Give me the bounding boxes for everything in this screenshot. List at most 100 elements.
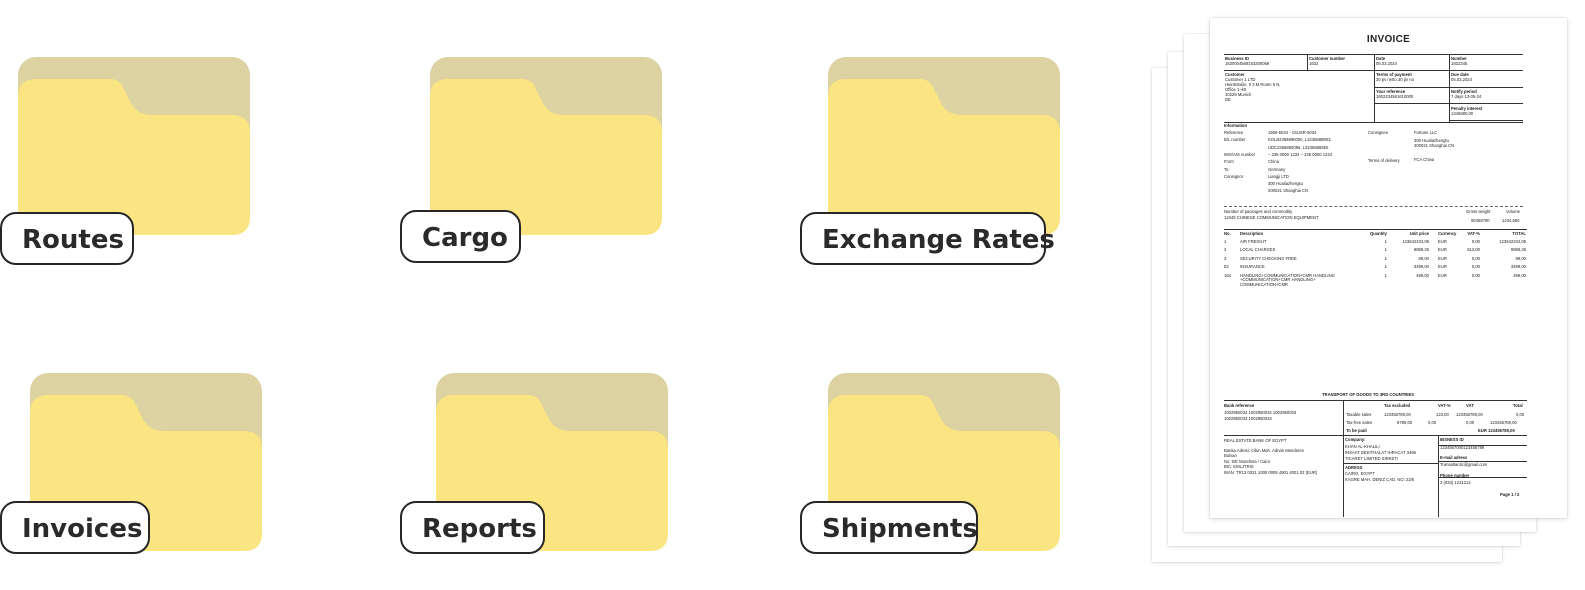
folder-icon [828, 79, 1060, 235]
notify: 7 days 13-05-24 [1451, 94, 1482, 99]
info-value: 200021 Shanghai CN [1268, 188, 1309, 194]
folder-label-routes[interactable]: Routes [0, 212, 134, 265]
tax-header: Tax excluded [1384, 403, 1411, 408]
address-label: ADRESS [1345, 465, 1363, 470]
folder-label-reports[interactable]: Reports [400, 501, 545, 554]
taxfree-value: 0,00 [1466, 420, 1475, 425]
bank-line: Bulvarı [1224, 453, 1238, 458]
transport-title: TRANSPORT OF GOODS TO 3RD COUNTRIES [1322, 392, 1415, 397]
table-cell: 9886,26 [1413, 247, 1429, 253]
terms-label: Terms of payment [1376, 72, 1412, 77]
table-cell: 1 [1384, 272, 1387, 278]
folder-icon [430, 79, 662, 235]
date: 05.03.2024 [1376, 61, 1397, 66]
date-label: Date [1376, 56, 1386, 61]
table-cell: 0,00 [1471, 272, 1480, 278]
folder-icon [18, 79, 250, 235]
taxable-value: 123,00 [1436, 412, 1449, 417]
info-value: China [1268, 159, 1279, 165]
bank-ref-line: 1002950033 1002950032 1002950033 [1224, 410, 1297, 415]
info-value: Liangji LTD [1268, 173, 1289, 179]
number: 1822345 [1451, 61, 1468, 66]
table-cell: 3499,00 [1413, 264, 1429, 270]
folder-label-shipments[interactable]: Shipments [800, 501, 978, 554]
table-cell: SECURITY CHECKING FREE [1240, 255, 1297, 261]
terms: 30 pv netto 30 pv no [1376, 77, 1414, 82]
taxable-value: 123456789,00 [1384, 412, 1411, 417]
email-label: E-mail adress [1440, 455, 1468, 460]
terms-delivery-label: Terms of delivery [1368, 158, 1400, 163]
info-value: – 235 0000 1234 – 235 0000 1234 [1268, 151, 1333, 157]
customer-line: Customer 1 LTD [1225, 77, 1256, 82]
customer-number: 1632 [1309, 61, 1319, 66]
business-id-label: Business ID [1225, 56, 1249, 61]
folder-label-invoices[interactable]: Invoices [0, 501, 150, 554]
consignee-line: Fortune LLC [1414, 130, 1438, 135]
table-cell: 1 [1384, 255, 1387, 261]
consignee-line: 300 Hualiazhengtu [1414, 138, 1449, 143]
table-cell: 1 [1384, 247, 1387, 253]
phone: 3 (034) 1231212 [1440, 480, 1471, 485]
info-key: To [1224, 166, 1229, 172]
taxfree-value: 0,00 [1428, 420, 1437, 425]
bank-ref-line: 1002950033 1002950033 [1224, 416, 1272, 421]
company-line: INSAAT DEKITHALAT IHRACAT 3496 [1345, 450, 1416, 455]
table-cell: 9886,26 [1510, 247, 1526, 253]
bank-line: BIC: EMLJTRIS [1224, 464, 1254, 469]
table-cell: 123642234,09 [1499, 239, 1526, 244]
invoice-document[interactable]: INVOICE Business ID 1630004569163200069 … [1210, 18, 1567, 518]
gross: 90456780 [1471, 218, 1490, 223]
table-cell: 2 [1224, 247, 1227, 253]
invoice-title: INVOICE [1366, 34, 1411, 45]
table-cell: 52 [1224, 264, 1229, 270]
customer-line: Office 1–k0 [1225, 87, 1247, 92]
folder-label-cargo[interactable]: Cargo [400, 210, 521, 263]
info-value: 300 Hualiazhengtu [1268, 181, 1303, 187]
address-line: CAIRO, EGYPT [1345, 471, 1375, 476]
table-header: TOTAL [1512, 231, 1526, 236]
business-id: 1630004569163200069 [1225, 61, 1270, 66]
volume-label: Volume [1506, 209, 1520, 214]
table-cell: 1 [1224, 239, 1227, 244]
information-label: Information [1224, 123, 1248, 128]
bank-line: No: 6/E Murefnsa / Cairo [1224, 459, 1271, 464]
business-id2: 1234567000123456789 [1440, 445, 1485, 450]
customer-line: 10229 Munich [1225, 92, 1252, 97]
company-line: TICARET LIMITED SIRKETI [1345, 456, 1398, 461]
bank-ref-label: Bank reference [1224, 403, 1255, 408]
table-cell: 123642234,09 [1402, 239, 1429, 244]
taxfree-value: 123456789,00 [1490, 420, 1517, 425]
penalty-label: Penalty interest [1451, 106, 1483, 111]
table-cell: 1 [1384, 239, 1387, 244]
table-cell: EUR [1438, 247, 1447, 253]
folder-label-exchange-rates[interactable]: Exchange Rates [800, 212, 1055, 265]
customer-line: DE [1225, 97, 1231, 102]
table-header: Unit price [1409, 231, 1429, 236]
your-ref-label: Your reference [1376, 89, 1406, 94]
tax-header: VAT [1466, 403, 1474, 408]
info-key: Reference [1224, 130, 1244, 135]
taxable-value: 123456789,00 [1456, 412, 1483, 417]
to-be-paid: EUR 123456789,00 [1478, 428, 1515, 433]
volume: 1234,560 [1502, 218, 1520, 223]
table-cell: +COMMUNICATION+CMR HANDLING+ [1240, 277, 1316, 282]
email: Transatlantic@gmail.com [1440, 462, 1488, 467]
table-cell: 499,00 [1513, 272, 1526, 278]
customer-number-label: Customer number [1309, 56, 1346, 61]
table-cell: AIR FREIGHT [1240, 239, 1267, 244]
table-cell: 0,00 [1471, 255, 1480, 261]
folder-exchange-rates[interactable] [828, 57, 1060, 235]
info-key: B/L number [1224, 137, 1246, 143]
gross-label: Gross weight [1466, 209, 1491, 214]
table-header: Description [1240, 231, 1264, 236]
customer-label: Customer [1225, 72, 1245, 77]
table-cell: 164 [1224, 272, 1231, 278]
consignee-label: Consignee [1368, 130, 1389, 135]
table-cell: 1 [1384, 264, 1387, 270]
table-cell: EUR [1438, 239, 1447, 244]
page-number: Page 1 / 2 [1500, 492, 1520, 497]
table-header: No. [1224, 231, 1231, 236]
info-key: IMO/AIS number [1224, 151, 1256, 157]
folder-routes[interactable] [18, 57, 250, 235]
folder-cargo[interactable] [430, 57, 662, 235]
